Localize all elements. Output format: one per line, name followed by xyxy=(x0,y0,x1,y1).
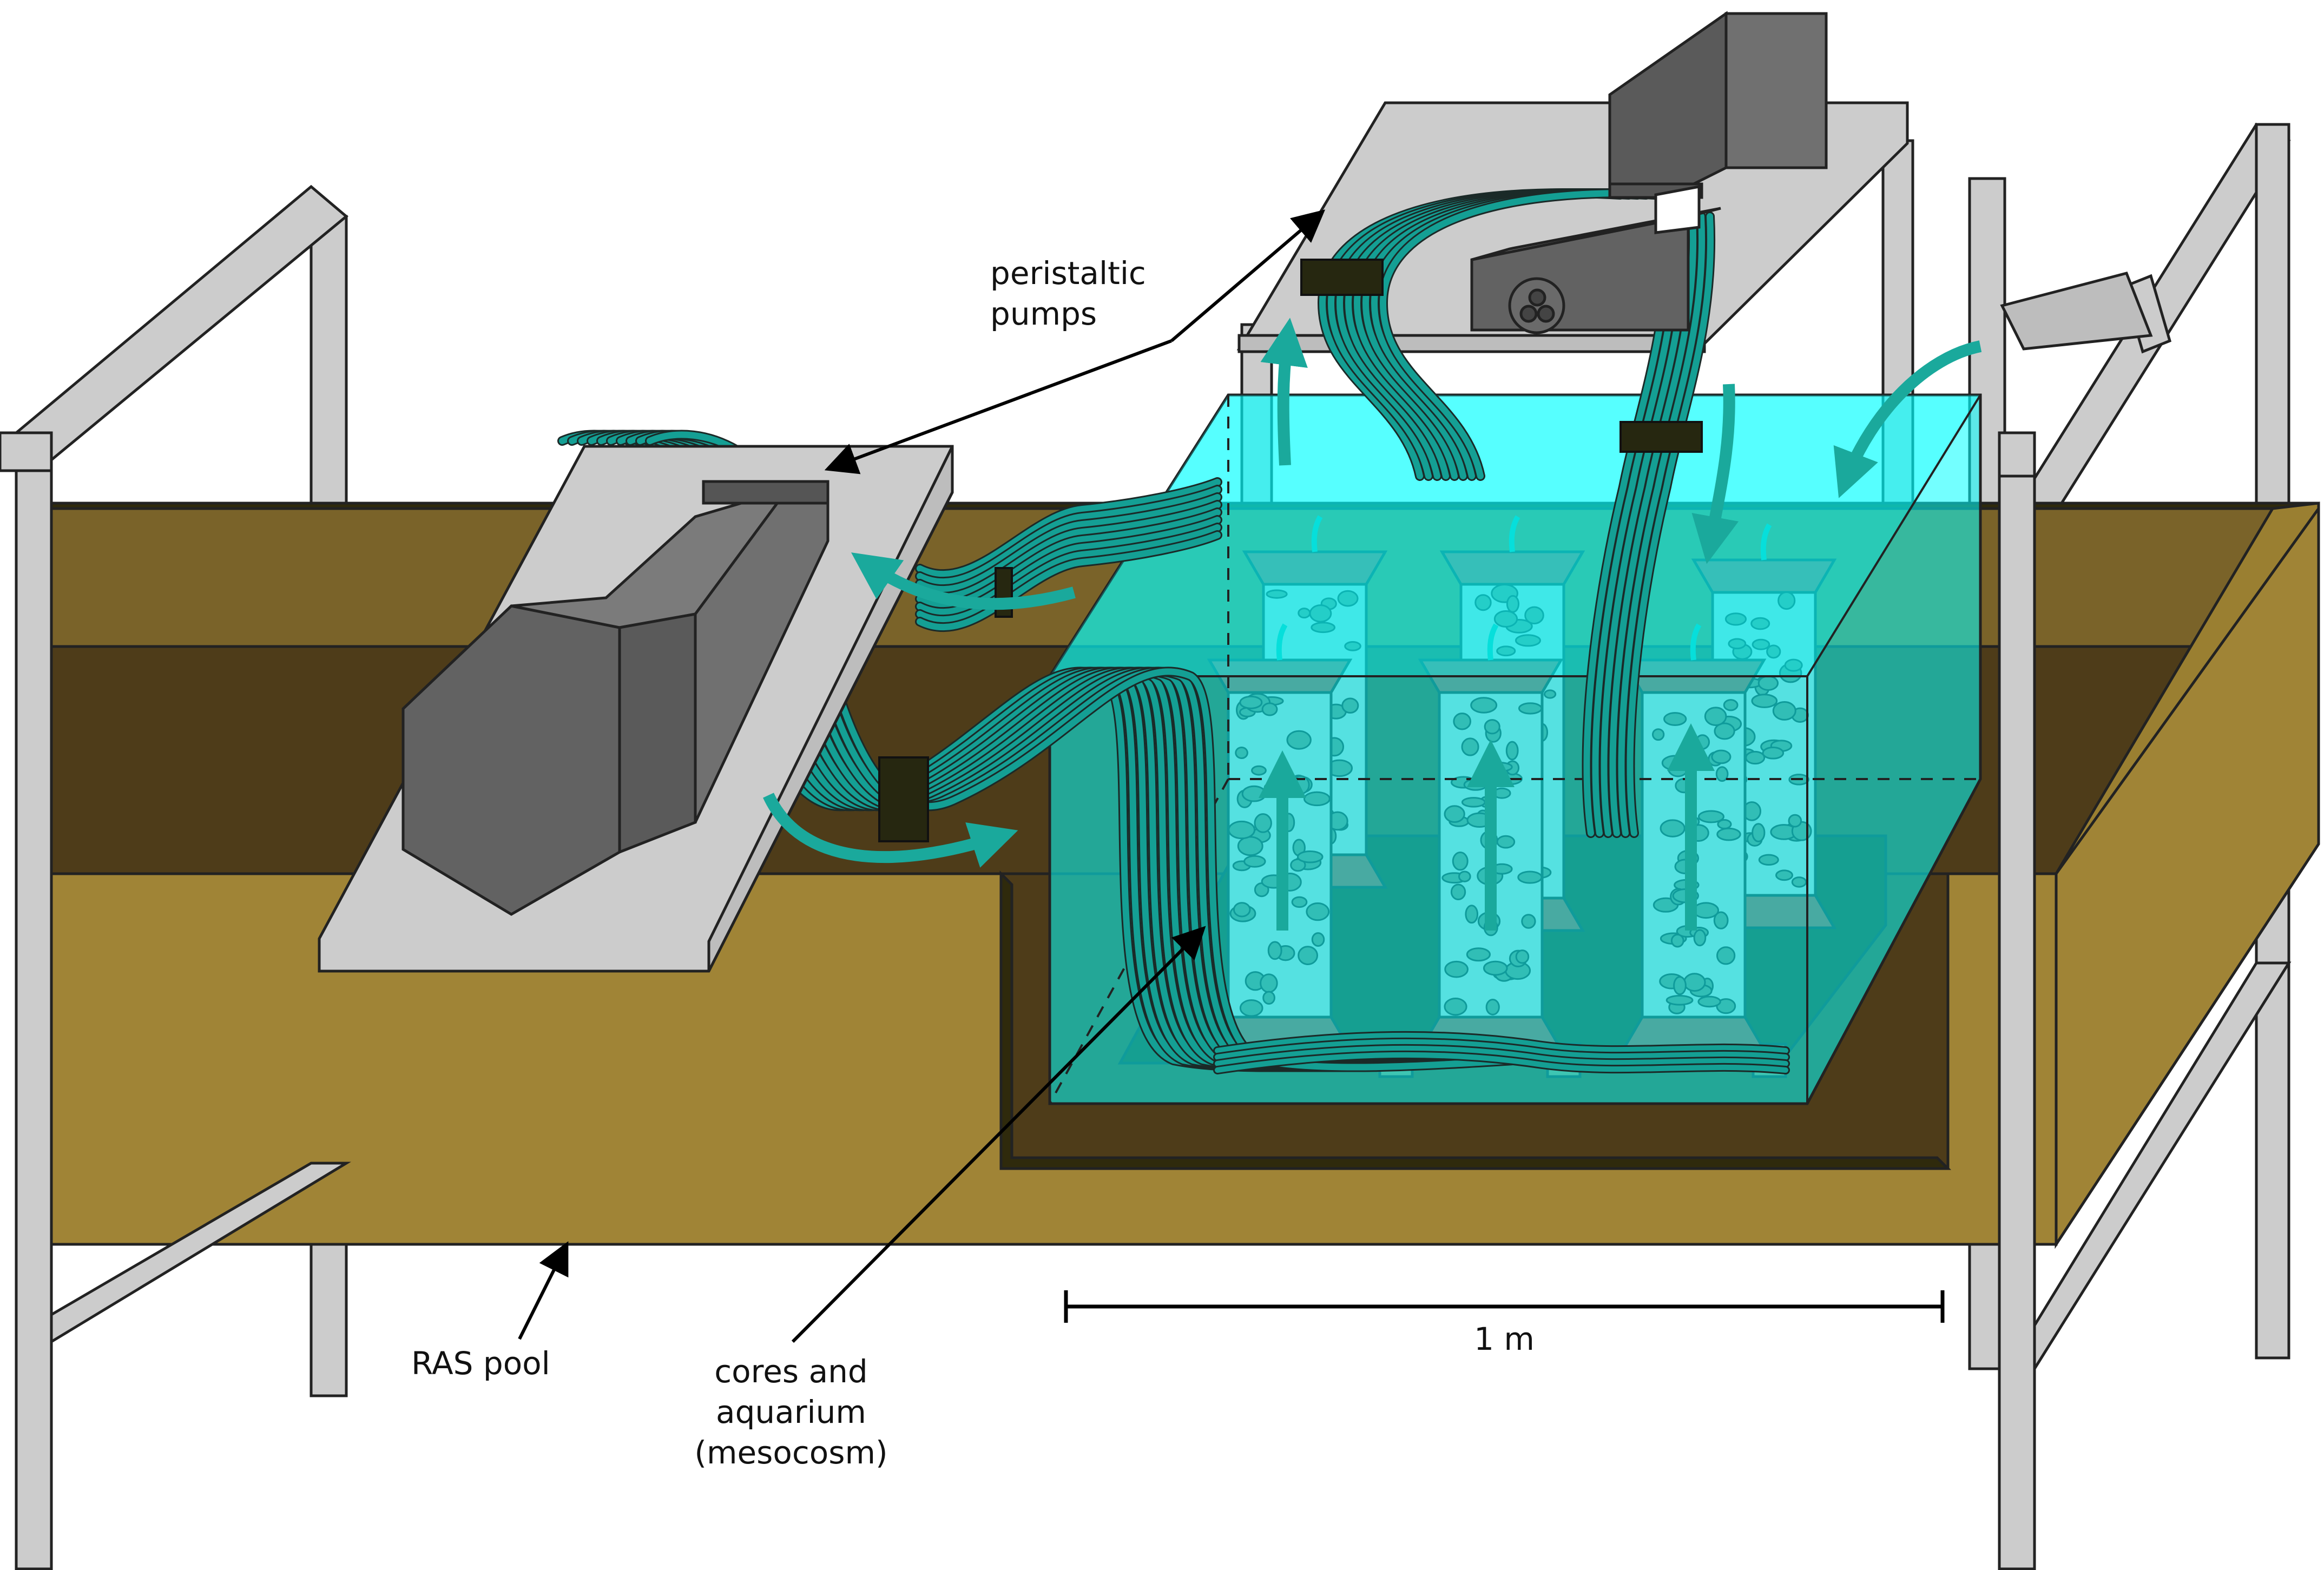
scale-bar xyxy=(1064,1290,1945,1323)
label-ras-pool: RAS pool xyxy=(411,1345,550,1382)
annotation-arrows xyxy=(518,209,1326,1343)
label-mesocosm: (mesocosm) xyxy=(694,1434,887,1471)
flow-arrows xyxy=(763,318,1982,931)
pumps-arrow-to-back xyxy=(1170,209,1326,342)
back-peristaltic-pump xyxy=(1470,11,1828,334)
label-pumps: pumps xyxy=(990,295,1097,332)
frame-front xyxy=(0,272,2292,1570)
cores-arrow xyxy=(791,926,1206,1343)
flow-arrow xyxy=(851,552,1076,610)
flow-arrow xyxy=(763,793,1018,868)
label-aquarium: aquarium xyxy=(716,1394,866,1430)
front-peristaltic-pump xyxy=(401,480,829,916)
tube-clips xyxy=(878,259,1703,842)
pool-arrow xyxy=(518,1241,569,1340)
pumps-arrow-to-front xyxy=(824,339,1173,474)
label-peristaltic: peristaltic xyxy=(990,255,1146,292)
label-cores-and: cores and xyxy=(714,1353,867,1390)
label-scale: 1 m xyxy=(1474,1321,1535,1357)
flow-arrow xyxy=(1691,384,1739,564)
flow-arrow xyxy=(1833,340,1982,498)
flow-arrow xyxy=(1260,318,1308,466)
